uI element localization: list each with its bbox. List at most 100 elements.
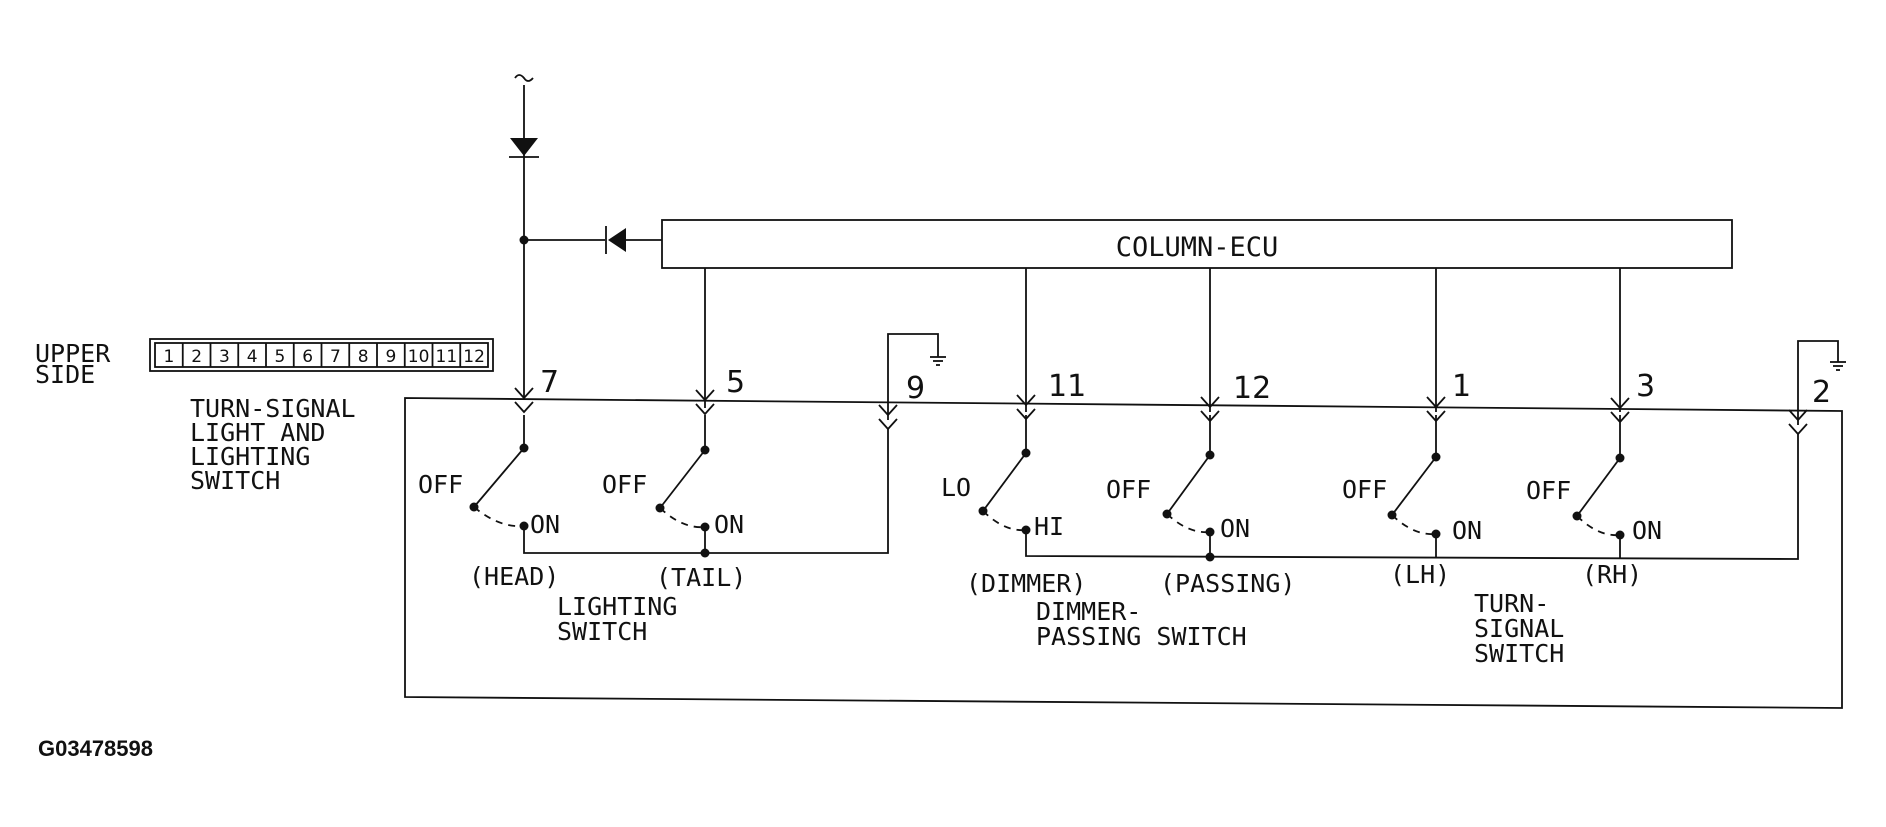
connector-cell-4: 4 [247,347,258,367]
switch-throw-path [982,510,1027,532]
pin-7: 7 [540,365,559,400]
switch-pivot [1431,452,1441,462]
junction-dot [700,548,710,558]
rh-off-label: OFF [1526,476,1571,505]
pin-9: 9 [906,371,925,406]
pin-12: 12 [1233,371,1271,406]
figure-id: G03478598 [38,736,153,761]
connector-cell-9: 9 [385,347,396,367]
assembly-title-3: LIGHTING [190,442,310,471]
connector-cell-7: 7 [330,347,341,367]
diode-icon [510,138,538,156]
pin-mark-icon [1788,409,1808,422]
head-off-label: OFF [418,470,463,499]
switch-contact-on [1431,529,1441,539]
diode-icon [608,228,626,252]
connector-cell-11: 11 [436,347,458,367]
pin-mark-icon [878,404,898,417]
connector-cell-3: 3 [219,347,230,367]
pin-mark-icon [695,403,715,416]
pin-numbers: 7 5 9 11 12 1 3 2 [540,365,1831,410]
switch-assembly-title: TURN-SIGNAL LIGHT AND LIGHTING SWITCH [190,394,356,495]
head-switch-name: (HEAD) [469,562,559,591]
pin-mark-icon [514,387,534,400]
assembly-title-4: SWITCH [190,466,280,495]
switch-throw-path [1391,514,1437,536]
connector-cell-10: 10 [408,347,430,367]
assembly-title-2: LIGHT AND [190,418,325,447]
dimmer-passing-group-2: PASSING SWITCH [1036,622,1247,651]
upper-side-label-1: UPPER [35,339,111,368]
turn-signal-group-1: TURN- [1474,589,1549,618]
dimmer-hi-label: HI [1034,512,1064,541]
connector-cell-1: 1 [163,347,174,367]
ecu-signal-lines [704,268,1621,412]
switch-throw-path [473,506,525,528]
switch-blade [1576,457,1621,517]
pin-3: 3 [1636,369,1655,404]
pin-1: 1 [1452,369,1471,404]
pin-11: 11 [1048,369,1086,404]
connector-cell-8: 8 [358,347,369,367]
switch-pivot [1615,453,1625,463]
switch-pivot [1205,450,1215,460]
connector-cell-2: 2 [191,347,202,367]
pin-marks [514,387,1808,436]
column-ecu: COLUMN-ECU [661,219,1733,269]
upper-side-label-2: SIDE [35,360,95,389]
lh-off-label: OFF [1342,475,1387,504]
common-return-wire [1025,434,1799,560]
passing-switch-name: (PASSING) [1160,569,1295,598]
rh-on-label: ON [1632,516,1662,545]
switch-pivot [519,443,529,453]
switch-pivot [700,445,710,455]
power-feed [509,74,662,400]
pin-mark-icon [695,389,715,402]
lighting-group-1: LIGHTING [557,592,677,621]
connector-cell-12: 12 [463,347,485,367]
ground-symbols [887,333,1846,425]
lh-on-label: ON [1452,516,1482,545]
turn-signal-group-2: SIGNAL [1474,614,1564,643]
group-labels: LIGHTING SWITCH DIMMER- PASSING SWITCH T… [557,589,1564,668]
dimmer-lo-label: LO [941,473,971,502]
head-on-label: ON [530,510,560,539]
switch-throw-path [1576,515,1621,537]
pin-mark-icon [1016,394,1036,407]
switch-pivot [1021,448,1031,458]
turn-signal-group-3: SWITCH [1474,639,1564,668]
pin-mark-icon [1610,397,1630,410]
assembly-title-1: TURN-SIGNAL [190,394,356,423]
junction-dot [1205,552,1215,562]
dimmer-switch-name: (DIMMER) [966,569,1086,598]
connector-cell-5: 5 [274,347,285,367]
passing-off-label: OFF [1106,475,1151,504]
pin-5: 5 [726,365,745,400]
pin-mark-icon [1788,423,1808,436]
switch-contact-on [1205,527,1215,537]
switch-assembly-outline [404,397,1843,709]
pin-mark-icon [1426,396,1446,409]
switch-blade [1391,456,1437,516]
passing-on-label: ON [1220,514,1250,543]
ecu-label: COLUMN-ECU [1116,232,1279,263]
pin-2: 2 [1812,375,1831,410]
switch-blade [982,452,1027,512]
switch-blade [1166,454,1211,515]
pin-mark-icon [514,401,534,414]
switch-blade [659,449,706,509]
switch-blade [473,447,525,508]
pin-mark-icon [1200,396,1220,409]
tail-off-label: OFF [602,470,647,499]
dimmer-passing-group-1: DIMMER- [1036,597,1141,626]
lh-switch-name: (LH) [1390,560,1450,589]
lighting-group-2: SWITCH [557,617,647,646]
connector-cell-6: 6 [302,347,313,367]
switch-throw-path [1166,513,1211,534]
rh-switch-name: (RH) [1582,560,1642,589]
tail-switch-name: (TAIL) [656,563,746,592]
switch-blades [469,415,1799,562]
